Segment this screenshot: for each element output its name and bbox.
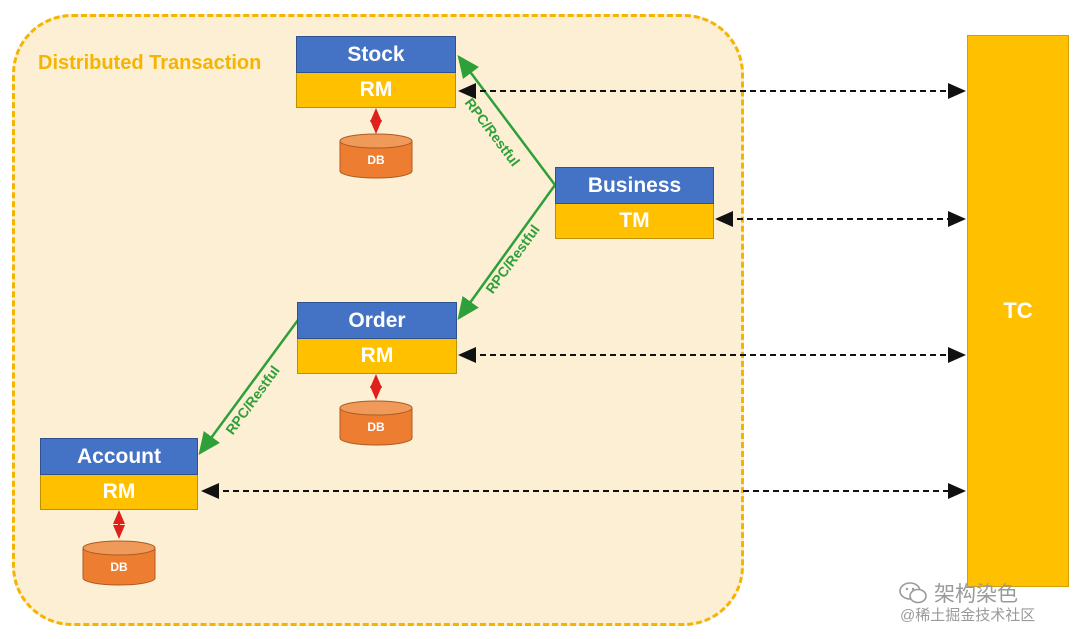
- service-stock: Stock RM: [296, 36, 456, 108]
- db-cylinder-order: DB: [339, 400, 413, 446]
- watermark-line2: @稀土掘金技术社区: [900, 607, 1036, 624]
- service-business-name: Business: [555, 167, 714, 204]
- service-order-name: Order: [297, 302, 457, 339]
- service-order-role: RM: [297, 339, 457, 374]
- db-cylinder-account: DB: [82, 540, 156, 586]
- rpc-arrow-order-account: [198, 319, 300, 456]
- rpc-arrow-business-stock: [457, 55, 556, 186]
- service-account: Account RM: [40, 438, 198, 510]
- zone-label: Distributed Transaction: [38, 52, 262, 74]
- service-order: Order RM: [297, 302, 457, 374]
- rpc-arrow-business-order: [457, 184, 557, 321]
- watermark-brand: 架构染色: [898, 578, 1018, 608]
- service-account-role: RM: [40, 475, 198, 510]
- db-label: DB: [367, 153, 385, 167]
- service-stock-role: RM: [296, 73, 456, 108]
- db-cylinder-stock: DB: [339, 133, 413, 179]
- service-business-role: TM: [555, 204, 714, 239]
- watermark-line1: 架构染色: [934, 583, 1018, 606]
- wechat-icon: [899, 582, 927, 604]
- service-business: Business TM: [555, 167, 714, 239]
- db-label: DB: [110, 560, 128, 574]
- service-stock-name: Stock: [296, 36, 456, 73]
- tc-label: TC: [1003, 298, 1033, 323]
- db-label: DB: [367, 420, 385, 434]
- transaction-coordinator: TC: [967, 35, 1069, 587]
- service-account-name: Account: [40, 438, 198, 475]
